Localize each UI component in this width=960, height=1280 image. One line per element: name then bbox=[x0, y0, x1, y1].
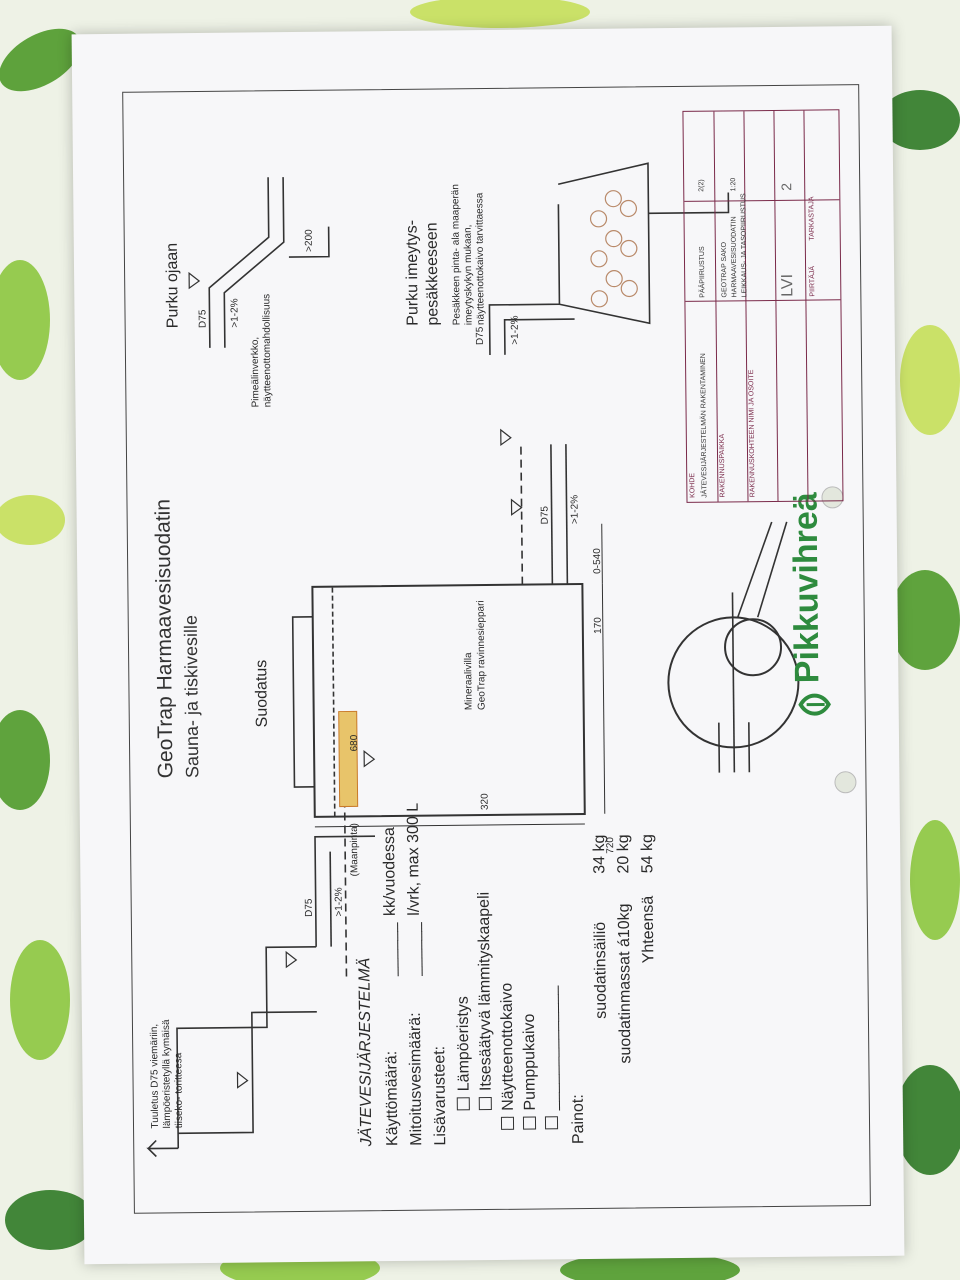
weight-value-2: 20 kg bbox=[614, 834, 633, 874]
brand-name: Pikkuvihreä bbox=[786, 492, 827, 684]
weight-value-1: 34 kg bbox=[590, 834, 609, 874]
sheet-subtitle: Sauna- ja tiskivesille bbox=[180, 614, 203, 779]
title-block: KOHDE JÄTEVESIJÄRJESTELMÄN RAKENTAMINEN … bbox=[682, 109, 844, 503]
extra-option-5[interactable]: ______________ bbox=[543, 986, 563, 1130]
tb-sheet-no: 2(2) bbox=[698, 179, 706, 192]
vent-note-line-3: tiiseko- toritteesa bbox=[173, 1052, 186, 1129]
weight-name-1: suodatinsäiliö bbox=[591, 921, 610, 1019]
tb-drawing-name-2: HARMAAVESISUODATIN bbox=[730, 216, 739, 298]
tb-piirtaja: PIIRTÄJÄ bbox=[809, 265, 817, 297]
brand-logo: Pikkuvihreä bbox=[786, 492, 831, 722]
pipe-d75-ojaan: D75 bbox=[197, 309, 209, 329]
tb-drawing-name-3: LEIKKAUS- JA TASOPIIRUSTUS bbox=[740, 193, 749, 298]
system-heading: JÄTEVESIJÄRJESTELMÄ bbox=[356, 957, 376, 1147]
legend-geotrap: GeoTrap ravinnesieppari bbox=[475, 600, 488, 711]
extra-label-4: Pumppukaivo bbox=[520, 1013, 539, 1111]
tb-scale: 1:20 bbox=[730, 177, 738, 192]
extra-option-2[interactable]: Itsesäätyvä lämmityskaapeli bbox=[475, 891, 496, 1111]
weight-name-3: Yhteensä bbox=[639, 895, 658, 964]
flow-unit: l/vrk, max 300 L bbox=[404, 802, 423, 916]
extra-checkbox-1[interactable] bbox=[456, 1097, 470, 1111]
tb-tarkastaja: TARKASTAJA bbox=[808, 196, 816, 241]
pimea-note-2: näytteenottomahdollisuus bbox=[261, 293, 274, 408]
dim-680: 680 bbox=[348, 734, 361, 752]
dim-200: >200 bbox=[303, 229, 315, 252]
extra-option-1[interactable]: Lämpöeristys bbox=[454, 996, 474, 1111]
tb-rev: 2 bbox=[778, 182, 795, 191]
extra-checkbox-3[interactable] bbox=[500, 1116, 515, 1130]
schematic-drawing bbox=[146, 162, 800, 1158]
slope-outlet: >1-2% bbox=[569, 494, 581, 525]
extra-label-2: Itsesäätyvä lämmityskaapeli bbox=[475, 891, 495, 1092]
tb-kohde-label: KOHDE bbox=[689, 472, 697, 498]
filter-label: Suodatus bbox=[253, 659, 271, 728]
tb-rakennuskohde: RAKENNUSKOHTEEN NIMI JA OSOITE bbox=[748, 369, 757, 498]
extra-blank: ______________ bbox=[542, 985, 561, 1111]
weights-label: Painot: bbox=[569, 1094, 588, 1145]
ground-label: (Maanpinta) bbox=[348, 822, 361, 877]
flow-blank: ______ bbox=[405, 922, 424, 976]
pipe-d75-inlet: D75 bbox=[303, 898, 315, 917]
sheet-title: GeoTrap Harmaavesisuodatin bbox=[151, 498, 178, 779]
legend-mineral-wool: Mineraalivilla bbox=[463, 652, 475, 711]
pesake-note-1: Pesäkkeen pinta- ala maaperän bbox=[450, 184, 463, 326]
weight-name-2: suodatinmassat á10kg bbox=[615, 903, 635, 1064]
pimea-note-1: Pimeälinverkko, bbox=[249, 336, 262, 408]
pesake-note-3: näytteenottokaivo tarvittaessa bbox=[474, 192, 487, 326]
drawing-sheet: GeoTrap Harmaavesisuodatin Sauna- ja tis… bbox=[127, 101, 858, 1208]
dim-320: 320 bbox=[479, 793, 491, 811]
extra-checkbox-5[interactable] bbox=[544, 1116, 559, 1130]
extra-option-3[interactable]: Näytteenottokaivo bbox=[499, 983, 519, 1130]
tb-kohde-value: JÄTEVESIJÄRJESTELMÄN RAKENTAMINEN bbox=[699, 353, 709, 498]
extras-label: Lisävarusteet: bbox=[431, 1045, 450, 1146]
extra-checkbox-4[interactable] bbox=[522, 1116, 537, 1130]
vent-note-line-2: lämpöeristetyllä kymäisä bbox=[160, 1019, 174, 1129]
users-label: Käyttömäärä: bbox=[383, 1050, 402, 1147]
extra-checkbox-2[interactable] bbox=[478, 1096, 492, 1111]
vent-note-line-1: Tuuletus D75 viemäriin, bbox=[148, 1023, 162, 1129]
purku-imeytys-line-2: pesäkkeeseen bbox=[423, 222, 442, 326]
extra-label-1: Lämpöeristys bbox=[454, 996, 473, 1092]
tb-tyo-no: LVI bbox=[779, 273, 797, 297]
tb-drawing-name-1: GEOTRAP SAKO bbox=[720, 241, 729, 298]
pesake-note-2: imeytyskykyn mukaan, bbox=[462, 224, 475, 326]
users-unit: kk/vuodessa bbox=[380, 827, 399, 917]
slope-inlet: >1-2% bbox=[333, 887, 345, 917]
drawing-paper: GeoTrap Harmaavesisuodatin Sauna- ja tis… bbox=[71, 25, 905, 1265]
pipe-d75-outlet: D75 bbox=[539, 505, 551, 525]
dim-170: 170 bbox=[592, 617, 604, 634]
flow-label: Mitoitusvesimäärä: bbox=[406, 1012, 426, 1146]
tb-sisalto: PÄÄPIIRUSTUS bbox=[698, 246, 707, 298]
purku-ojaan-label: Purku ojaan bbox=[163, 242, 182, 329]
pipe-d75-imeytys: D75 bbox=[474, 326, 486, 346]
extra-label-3: Näytteenottokaivo bbox=[498, 982, 517, 1111]
dim-540: 0-540 bbox=[591, 548, 604, 574]
leaf-icon bbox=[798, 693, 831, 716]
slope-imeytys: >1-2% bbox=[509, 315, 521, 345]
users-blank: ______ bbox=[381, 922, 400, 977]
slope-ojaan: >1-2% bbox=[229, 298, 241, 328]
weight-value-3: 54 kg bbox=[638, 834, 657, 874]
extra-option-4[interactable]: Pumppukaivo bbox=[521, 1014, 540, 1130]
purku-imeytys-line-1: Purku imeytys- bbox=[403, 219, 422, 326]
tb-rakennuspaikka: RAKENNUSPAIKKA bbox=[718, 433, 727, 498]
